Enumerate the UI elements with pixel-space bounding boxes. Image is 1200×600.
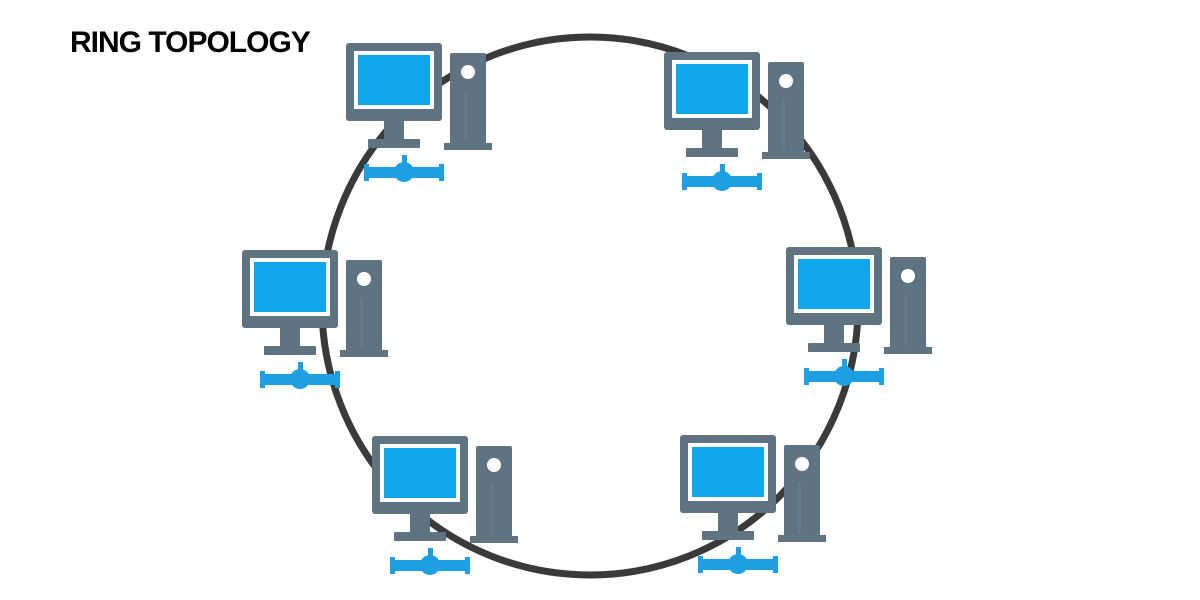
computer-node-middle-right: [786, 247, 932, 386]
computer-node-bottom-left: [372, 436, 518, 575]
diagram-title: RING TOPOLOGY: [70, 26, 311, 59]
computer-node-middle-left: [242, 250, 388, 389]
computer-node-top-right: [664, 52, 810, 191]
